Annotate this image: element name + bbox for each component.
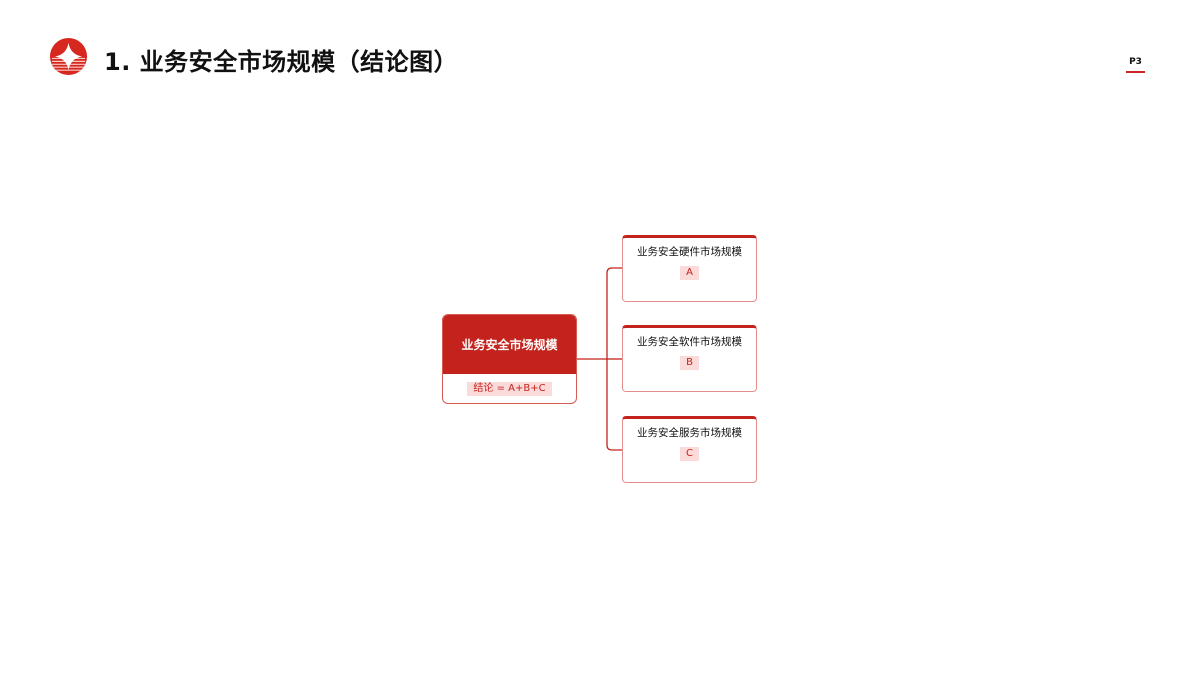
root-node: 业务安全市场规模 结论 = A+B+C [442,314,577,404]
child-node-label: 业务安全软件市场规模 [637,336,742,348]
child-node-tag: C [680,447,699,461]
child-node-tag: B [680,356,699,370]
child-node-tag: A [680,266,699,280]
child-node-hardware: 业务安全硬件市场规模 A [622,235,757,302]
child-node-service: 业务安全服务市场规模 C [622,416,757,483]
child-node-label: 业务安全服务市场规模 [637,427,742,439]
page-number: P3 [1129,57,1142,67]
root-node-formula: 结论 = A+B+C [467,381,552,396]
page-title: 1. 业务安全市场规模（结论图） [104,48,459,76]
root-node-title: 业务安全市场规模 [443,315,576,374]
page-number-underline [1126,71,1145,73]
connector-trunk [606,267,622,451]
child-node-software: 业务安全软件市场规模 B [622,325,757,392]
company-logo-icon [49,37,88,76]
child-node-label: 业务安全硬件市场规模 [637,246,742,258]
